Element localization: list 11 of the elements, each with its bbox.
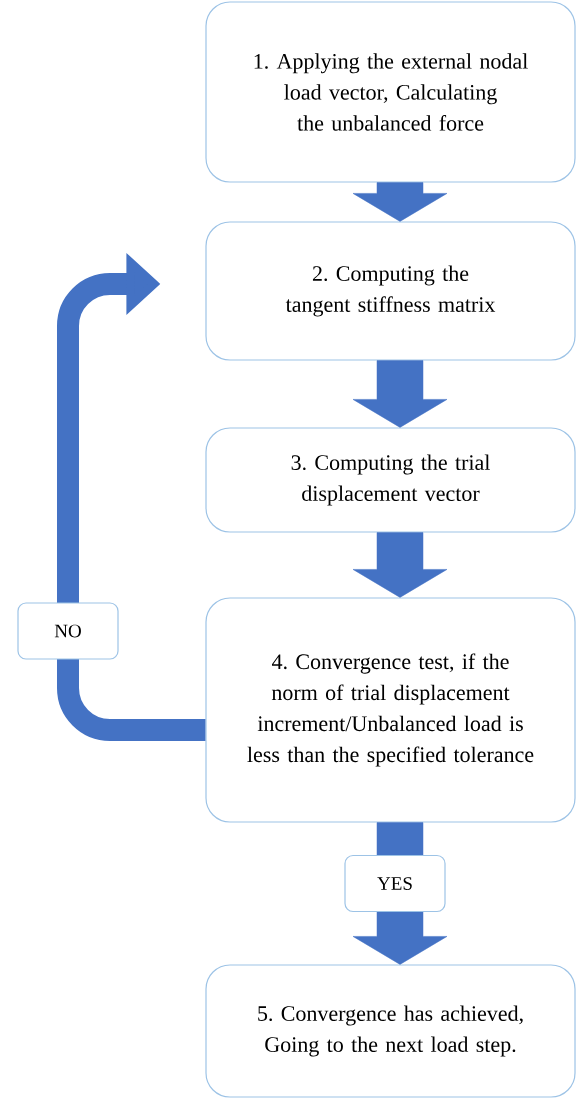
block-arrow (57, 252, 206, 741)
process-box: 5. Convergence has achieved, Going to the next load step. (205, 964, 576, 1098)
edge-label: NO (17, 602, 119, 660)
block-arrow (352, 532, 448, 598)
process-box: 1. Applying the external nodal load vector, Calculating the unbalanced force (205, 1, 576, 183)
block-arrow (352, 182, 448, 222)
edge-label: YES (344, 854, 446, 913)
process-box: 4. Convergence test, if the norm of trial displacement increment/Unbalanced load is less than the specified tolerance (205, 597, 576, 823)
process-box: 2. Computing the tangent stiffness matrix (205, 221, 576, 361)
block-arrow (352, 360, 448, 428)
process-box: 3. Computing the trial displacement vector (205, 427, 576, 533)
